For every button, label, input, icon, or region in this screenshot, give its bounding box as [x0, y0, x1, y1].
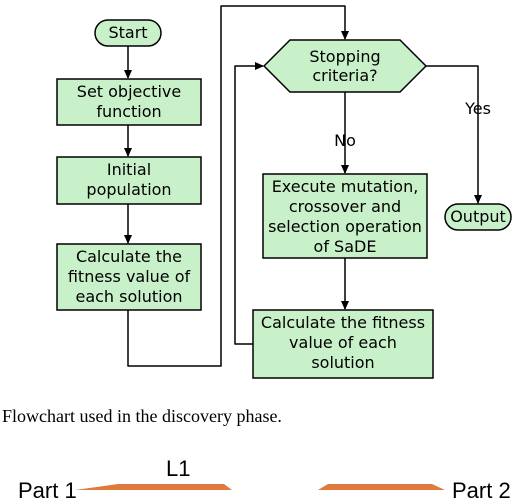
calc-fitness-right-line-1: Calculate the fitness	[261, 313, 425, 332]
calc-fitness-left-line-1: Calculate the	[76, 247, 182, 266]
orange-shape-left	[75, 484, 232, 490]
calc-fitness-right-line-2: value of each	[289, 333, 397, 352]
l1-label: L1	[166, 456, 191, 481]
set-objective-box	[56, 78, 202, 126]
execute-line-1: Execute mutation,	[272, 177, 419, 196]
orange-shape-right	[318, 484, 445, 490]
execute-line-2: crossover and	[289, 197, 401, 216]
stopping-line-2: criteria?	[312, 66, 377, 85]
initial-population-box	[56, 156, 202, 205]
yes-label: Yes	[464, 99, 491, 118]
flowchart-diagram: Start Set objective function Initial pop…	[56, 5, 512, 490]
figure-caption: Flowchart used in the discovery phase.	[2, 406, 282, 426]
initial-population-line-2: population	[86, 180, 171, 199]
stopping-line-1: Stopping	[309, 47, 380, 66]
output-label: Output	[450, 207, 506, 226]
start-label: Start	[108, 23, 147, 42]
arrow-fitness-to-stopping	[127, 5, 349, 367]
initial-population-line-1: Initial	[107, 160, 151, 179]
no-label: No	[334, 131, 356, 150]
set-objective-line-1: Set objective	[77, 82, 181, 101]
calc-fitness-left-box	[56, 243, 202, 311]
calc-fitness-right-box	[252, 309, 434, 379]
output-terminal	[444, 203, 512, 231]
calc-fitness-left-line-3: each solution	[75, 287, 182, 306]
calc-fitness-left-line-2: fitness value of	[68, 267, 191, 286]
arrow-stopping-to-output	[426, 65, 482, 204]
execute-line-3: selection operation	[268, 217, 422, 236]
execute-line-4: of SaDE	[314, 237, 377, 256]
part1-label: Part 1	[18, 478, 77, 503]
execute-mutation-box	[262, 173, 428, 259]
part2-label: Part 2	[452, 478, 511, 503]
set-objective-line-2: function	[96, 102, 161, 121]
arrow-calc-loop-back	[234, 62, 264, 345]
calc-fitness-right-line-3: solution	[311, 353, 374, 372]
